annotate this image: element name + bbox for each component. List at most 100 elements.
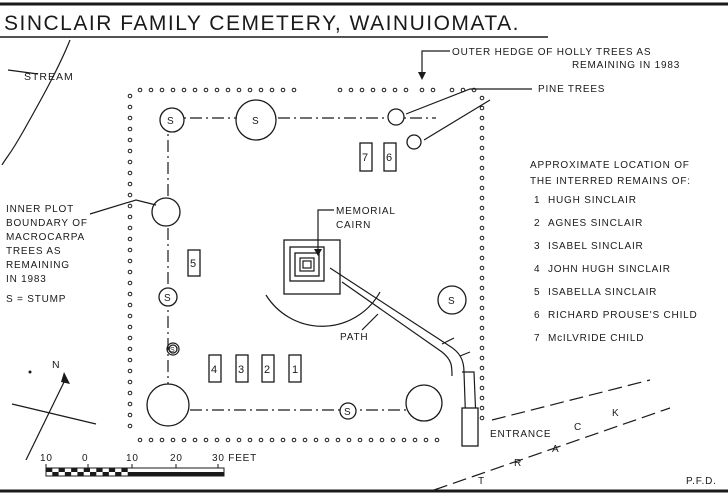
hedge-dot [236,437,242,443]
hedge-dot [381,87,387,93]
stump-marker: S [344,407,351,418]
hedge-dot [214,437,220,443]
hedge-dot [236,87,242,93]
outer-hedge-label-line2: REMAINING IN 1983 [572,60,680,71]
stump-marker: S [164,293,171,304]
pine-trees-label: PINE TREES [538,84,605,95]
legend-entry-name: JOHN HUGH SINCLAIR [548,264,671,275]
hedge-dot [127,313,133,319]
hedge-dot [313,437,319,443]
hedge-dot [403,87,409,93]
map-title: SINCLAIR FAMILY CEMETERY, WAINUIOMATA. [4,12,520,35]
hedge-dot [479,285,485,291]
hedge-dot [127,269,133,275]
hedge-dot [170,437,176,443]
grave-plot [235,354,249,383]
svg-text:INNER PLOT: INNER PLOT [6,204,74,215]
hedge-dot [127,170,133,176]
hedge-dot [479,405,485,411]
stump-marker: S [252,116,259,127]
svg-text:TREES AS: TREES AS [6,246,61,257]
hedge-dot [370,87,376,93]
hedge-dot [302,437,308,443]
grave-plot [288,354,302,383]
hedge-dot [479,185,485,191]
legend-entry-number: 7 [534,333,540,344]
hedge-dot [449,87,455,93]
legend-entry-name: HUGH SINCLAIR [548,195,637,206]
hedge-dot [127,236,133,242]
hedge-dot [170,87,176,93]
legend-entry-number: 3 [534,241,540,252]
scale-check [71,468,78,472]
north-arrow [11,370,97,461]
hedge-dot [479,175,485,181]
hedge-dot [419,87,425,93]
hedge-dot [479,195,485,201]
grave-plot [187,249,201,277]
grave-number: 7 [362,152,368,164]
grave-number: 1 [292,364,298,376]
pine-tree [406,134,422,150]
legend-entry-name: AGNES SINCLAIR [548,218,643,229]
stump-circle [158,287,178,307]
hedge-dot [390,437,396,443]
hedge-dot [423,437,429,443]
inner-plot-label: INNER PLOT BOUNDARY OF MACROCARPA TREES … [6,204,88,285]
hedge-dot [479,335,485,341]
hedge-dot [269,87,275,93]
hedge-dot [127,93,133,99]
stump-key: S = STUMP [6,294,66,305]
hedge-dot [291,437,297,443]
hedge-dot [269,437,275,443]
hedge-dot [434,437,440,443]
grave-plot [359,142,373,172]
scale-check [96,468,103,472]
entrance-label: ENTRANCE [490,429,551,440]
path-leader [361,313,379,331]
memorial-label-line1: MEMORIAL [336,206,396,217]
scale-check [108,468,116,472]
legend-entry-number: 6 [534,310,540,321]
tree-circle [437,285,467,315]
hedge-dot [401,437,407,443]
hedge-dot [137,437,143,443]
track-letter: A [552,444,559,455]
hedge-dot [127,357,133,363]
hedge-dot [335,437,341,443]
svg-text:REMAINING: REMAINING [6,260,70,271]
stumps: S S S S S S [158,116,455,420]
memorial-label-line2: CAIRN [336,220,371,231]
memorial-leader [317,209,334,252]
hedge-dot [127,137,133,143]
hedge-dot [127,291,133,297]
hedge-dot [127,159,133,165]
hedge-dot [127,335,133,341]
hedge-dot [127,302,133,308]
hedge-dot [479,215,485,221]
legend-entry: 2 AGNES SINCLAIR [534,218,643,229]
svg-text:BOUNDARY OF: BOUNDARY OF [6,218,88,229]
hedge-dot [479,125,485,131]
hedge-dot [479,325,485,331]
hedge-dot [127,390,133,396]
hedge-dot [192,87,198,93]
hedge-dot [479,345,485,351]
hedge-dot [148,87,154,93]
legend-entry-name: ISABEL SINCLAIR [548,241,644,252]
legend-entry-number: 2 [534,218,540,229]
hedge-dot [127,203,133,209]
hedge-dot [127,214,133,220]
hedge-dot [291,87,297,93]
scale-solid [134,472,224,476]
memorial-cairn [265,239,381,327]
hedge-dot [247,87,253,93]
hedge-dot [479,135,485,141]
path [329,267,479,447]
pine-trees-leader [405,88,532,115]
scale-check [127,472,134,476]
hedge-dot [258,87,264,93]
track [433,379,671,491]
track-letter: R [514,458,522,469]
